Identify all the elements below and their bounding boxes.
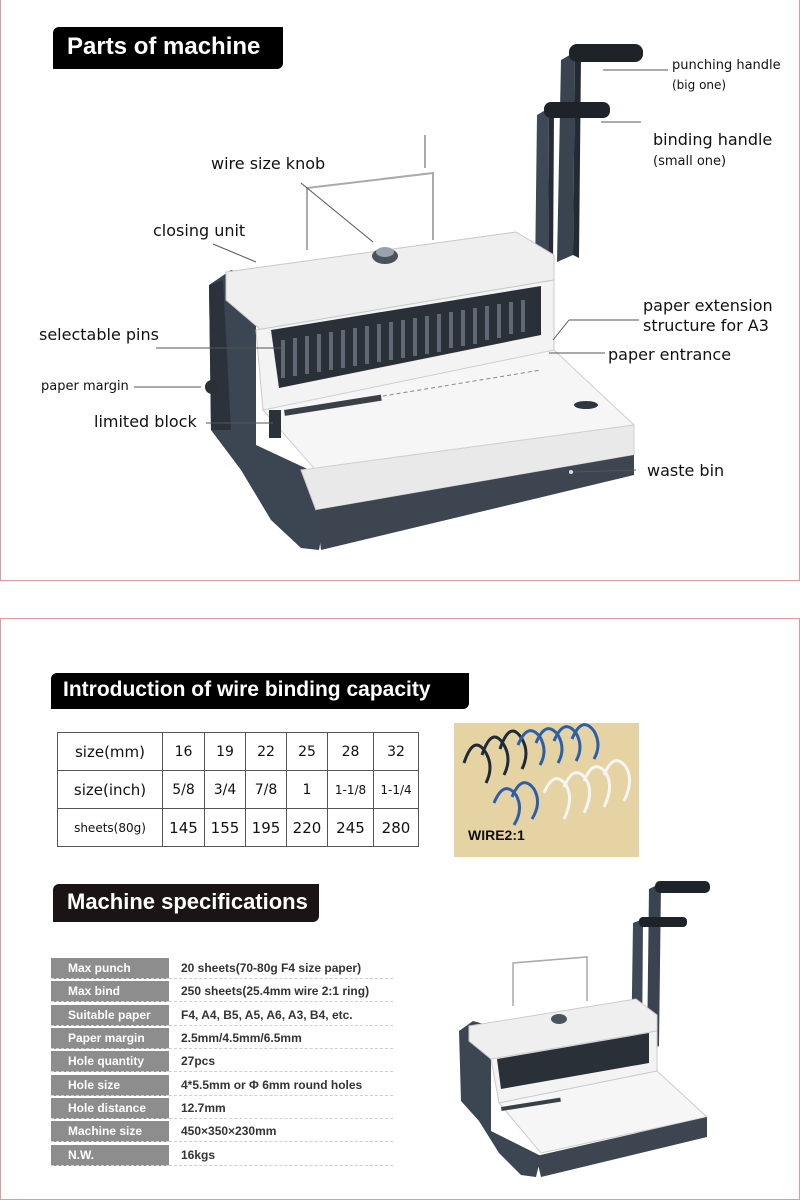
label-limited-block: limited block <box>94 412 197 431</box>
spec-value: 12.7mm <box>169 1098 393 1119</box>
spec-key: Paper margin <box>51 1028 169 1050</box>
label-selectable-pins: selectable pins <box>39 325 159 344</box>
spec-value: 20 sheets(70-80g F4 size paper) <box>169 958 393 980</box>
pins-illustration <box>281 300 525 378</box>
label-binding-handle: binding handle <box>653 130 773 149</box>
table-cell: 145 <box>162 808 205 847</box>
table-row: size(mm) 16 19 22 25 28 32 <box>57 732 419 771</box>
machine-small-illustration <box>459 881 710 1177</box>
spec-key: Hole distance <box>51 1097 169 1119</box>
list-item: N.W.16kgs <box>51 1143 393 1166</box>
table-cell: 28 <box>327 732 374 771</box>
spec-key: Machine size <box>51 1121 169 1143</box>
label-waste-bin: waste bin <box>647 461 725 480</box>
table-cell: 220 <box>286 808 328 847</box>
table-cell: 245 <box>327 808 374 847</box>
spec-value: 16kgs <box>169 1145 393 1166</box>
leader-lines <box>134 69 668 473</box>
label-paper-margin: paper margin <box>41 379 129 394</box>
label-punching-handle: punching handle <box>672 58 781 73</box>
row-header: size(mm) <box>57 732 163 771</box>
table-cell: 3/4 <box>204 770 246 809</box>
spec-key: Hole quantity <box>51 1051 169 1073</box>
table-cell: 5/8 <box>162 770 205 809</box>
spec-value: 4*5.5mm or Φ 6mm round holes <box>169 1075 393 1096</box>
table-cell: 1-1/4 <box>373 770 419 809</box>
specs-panel: Introduction of wire binding capacity si… <box>0 618 800 1200</box>
spec-value: 2.5mm/4.5mm/6.5mm <box>169 1028 393 1050</box>
table-cell: 155 <box>204 808 246 847</box>
label-paper-extension-2: structure for A3 <box>643 316 769 335</box>
spec-key: Hole size <box>51 1074 169 1096</box>
table-cell: 7/8 <box>245 770 287 809</box>
capacity-table: size(mm) 16 19 22 25 28 32 size(inch) 5/… <box>57 732 419 847</box>
spec-key: Max punch <box>51 958 169 980</box>
spec-key: N.W. <box>51 1144 169 1166</box>
table-row: size(inch) 5/8 3/4 7/8 1 1-1/8 1-1/4 <box>57 770 419 809</box>
table-cell: 32 <box>373 732 419 771</box>
wire-rings-illustration <box>462 723 631 826</box>
spec-value: 27pcs <box>169 1051 393 1073</box>
parts-panel: Parts of machine <box>0 0 800 581</box>
wire-label: WIRE2:1 <box>468 827 525 843</box>
label-paper-extension-1: paper extension <box>643 296 773 315</box>
table-cell: 16 <box>162 732 205 771</box>
label-wire-size-knob: wire size knob <box>211 154 326 173</box>
table-cell: 195 <box>245 808 287 847</box>
spec-key: Suitable paper <box>51 1004 169 1026</box>
table-row: sheets(80g) 145 155 195 220 245 280 <box>57 808 419 847</box>
label-punching-handle-note: (big one) <box>672 78 727 92</box>
wire-rings-image: WIRE2:1 <box>454 723 639 857</box>
row-header: sheets(80g) <box>57 808 163 847</box>
table-cell: 22 <box>245 732 287 771</box>
label-paper-entrance: paper entrance <box>608 345 732 364</box>
table-cell: 19 <box>204 732 246 771</box>
spec-value: 450×350×230mm <box>169 1121 393 1143</box>
table-cell: 25 <box>286 732 328 771</box>
specs-title: Machine specifications <box>53 884 319 922</box>
label-closing-unit: closing unit <box>153 221 246 240</box>
machine-illustration <box>205 44 643 550</box>
label-binding-handle-note: (small one) <box>653 154 727 169</box>
parts-title: Parts of machine <box>53 27 283 69</box>
spec-key: Max bind <box>51 981 169 1003</box>
table-cell: 1 <box>286 770 328 809</box>
handles-illustration <box>535 44 643 276</box>
spec-value: F4, A4, B5, A5, A6, A3, B4, etc. <box>169 1005 393 1026</box>
table-cell: 1-1/8 <box>327 770 374 809</box>
table-cell: 280 <box>373 808 419 847</box>
row-header: size(inch) <box>57 770 163 809</box>
capacity-title: Introduction of wire binding capacity <box>51 673 469 709</box>
spec-value: 250 sheets(25.4mm wire 2:1 ring) <box>169 981 393 1003</box>
